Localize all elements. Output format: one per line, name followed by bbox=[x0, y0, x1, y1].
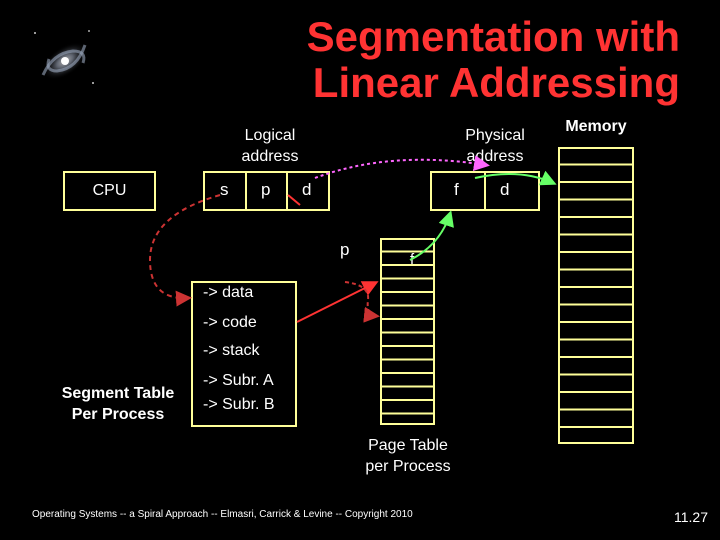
d-to-physical-arrow bbox=[315, 160, 486, 178]
p-field-arrow bbox=[288, 195, 300, 205]
page-number: 11.27 bbox=[674, 509, 708, 525]
footer-credit: Operating Systems -- a Spiral Approach -… bbox=[32, 509, 413, 520]
s-to-segment-arrow bbox=[150, 195, 220, 298]
physical-to-memory-arrow bbox=[475, 174, 553, 183]
p-bracket bbox=[345, 282, 376, 316]
segment-to-page-table-arrow bbox=[297, 283, 375, 322]
f-to-physical-arrow bbox=[410, 214, 450, 260]
